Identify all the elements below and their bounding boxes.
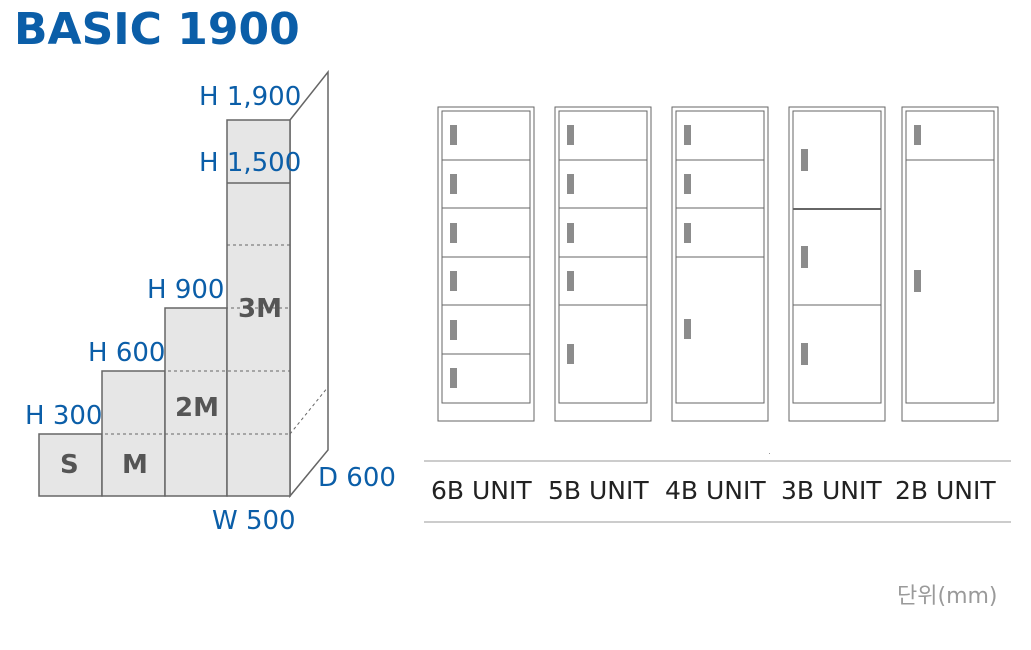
- depth-side-panel: [289, 69, 329, 499]
- unit-label-6b: 6B UNIT: [431, 476, 532, 505]
- size-label-s: S: [60, 450, 79, 480]
- size-label-3m: 3M: [238, 294, 282, 324]
- label-h1500: H 1,500: [199, 148, 302, 178]
- label-h300: H 300: [25, 401, 103, 431]
- unit-label-5b: 5B UNIT: [548, 476, 649, 505]
- label-h1900: H 1,900: [199, 82, 302, 112]
- size-label-2m: 2M: [175, 393, 219, 423]
- locker-handles: [450, 125, 921, 388]
- unit-label-3b: 3B UNIT: [781, 476, 882, 505]
- unit-label-4b: 4B UNIT: [665, 476, 766, 505]
- column-s: [38, 433, 103, 497]
- label-depth: D 600: [318, 463, 396, 493]
- label-h600: H 600: [88, 338, 166, 368]
- depth-line: [289, 461, 319, 497]
- unit-note: 단위(mm): [897, 584, 998, 609]
- locker-units: [437, 106, 999, 422]
- label-h900: H 900: [147, 275, 225, 305]
- size-label-m: M: [122, 450, 148, 480]
- page-title: BASIC 1900: [14, 4, 300, 55]
- label-width: W 500: [212, 506, 296, 536]
- unit-label-2b: 2B UNIT: [895, 476, 996, 505]
- column-2m: [164, 307, 228, 497]
- dashed-guides: [39, 244, 329, 435]
